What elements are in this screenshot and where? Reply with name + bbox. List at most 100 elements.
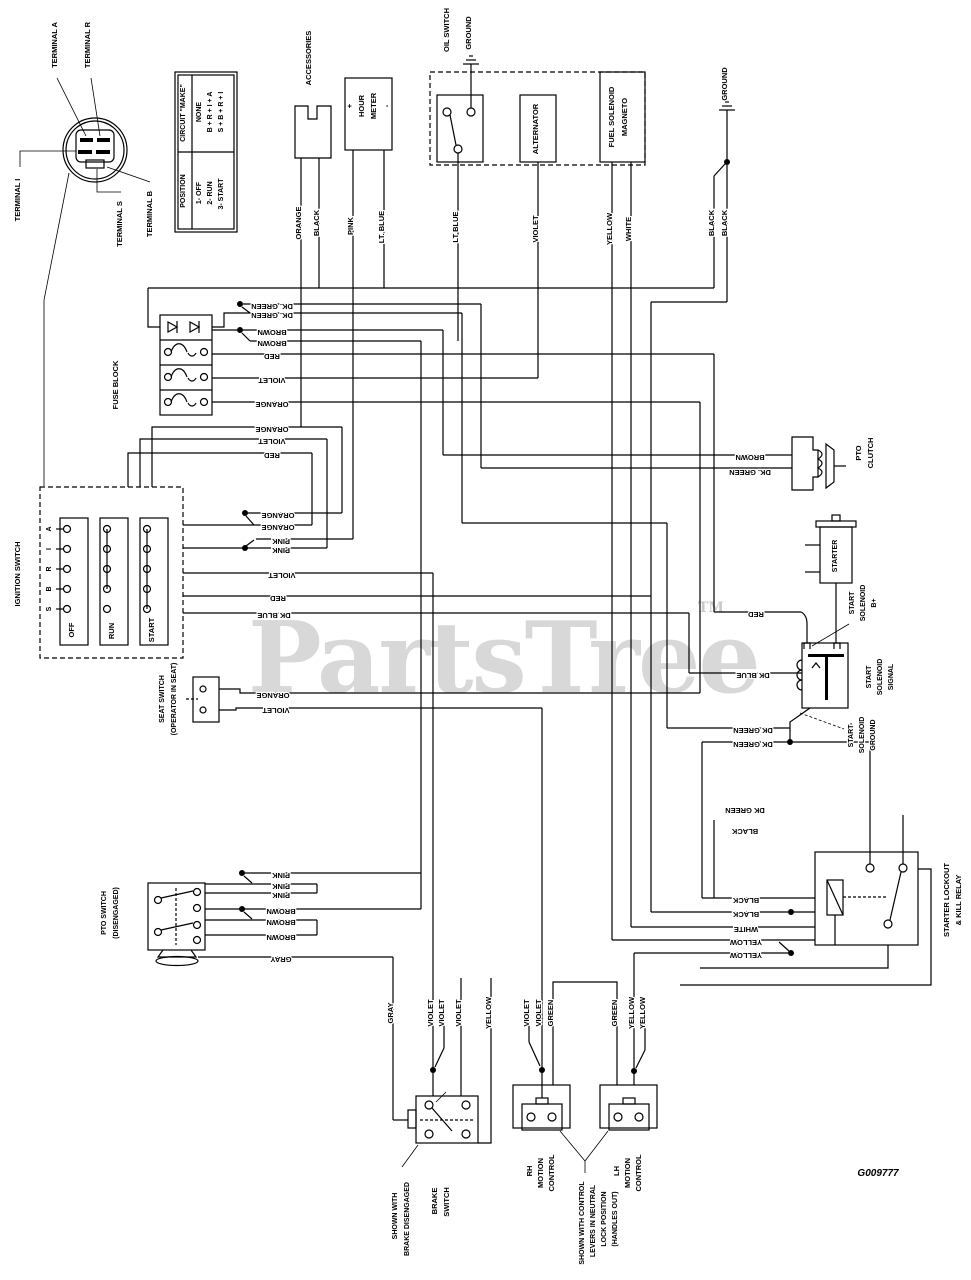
pto-switch	[147, 870, 421, 1121]
bottom-wire-yellow-1: YELLOW	[484, 996, 493, 1029]
lh-motion-label-1: LH	[612, 1166, 621, 1176]
solenoid-wire-dk-green-2: DK GREEN	[733, 740, 773, 749]
key-terminal-b-label: TERMINAL B	[145, 190, 154, 237]
bottom-wire-green-2: GREEN	[610, 1000, 619, 1027]
fuse-block	[147, 288, 213, 416]
fuel-solenoid-label-2: MAGNETO	[620, 98, 629, 136]
wire-label-yellow: YELLOW	[605, 212, 614, 245]
key-terminal-i-label: TERMINAL I	[13, 179, 22, 222]
relay-left-dk-green: DK GREEN	[725, 806, 765, 815]
pto-wire-brown-2: BROWN	[266, 918, 295, 927]
pto-wire-pink-2: PINK	[271, 882, 290, 891]
wire-label-orange: ORANGE	[294, 207, 303, 240]
wire-label-black: BLACK	[312, 209, 321, 236]
start-solenoid-ground-label-3: GROUND	[870, 719, 877, 750]
pto-clutch-label-2: CLUTCH	[866, 438, 875, 469]
pto-wire-pink-1: PINK	[271, 871, 290, 880]
seat-switch-label-2: (OPERATOR IN SEAT)	[171, 663, 178, 736]
key-switch-face	[19, 77, 151, 486]
solenoid-wire-dk-green-1: DK GREEN	[733, 726, 773, 735]
chassis-ground	[148, 101, 735, 912]
fuse-block-wires	[127, 301, 808, 909]
start-solenoid-ground-label-2: SOLENOID	[859, 717, 866, 754]
bottom-wire-green-1: GREEN	[546, 1000, 555, 1027]
rh-motion-label-1: RH	[525, 1166, 534, 1177]
table-pos-run: 2- RUN	[207, 181, 214, 204]
ignition-wires	[183, 510, 802, 1096]
relay-label-2: & KILL RELAY	[954, 875, 963, 926]
table-pos-start: 3- START	[218, 178, 225, 210]
lh-motion-control	[552, 953, 658, 1173]
ign-pos-run: RUN	[107, 623, 116, 639]
ign-term-s: S	[46, 606, 53, 611]
wire-label-black-3: BLACK	[720, 209, 729, 236]
relay-label-1: STARTER LOCKOUT	[942, 863, 951, 937]
ign-pos-start: START	[147, 617, 156, 642]
pto-clutch-label-1: PTO	[854, 445, 863, 460]
hour-meter-label-2: METER	[369, 92, 378, 119]
bottom-wire-yellow-3: YELLOW	[638, 996, 647, 1029]
bottom-wire-violet-5: VIOLET	[534, 999, 543, 1027]
circuit-make-table	[174, 71, 238, 233]
starter-lockout-relay	[612, 851, 932, 986]
ignition-switch-label: IGNITION SWITCH	[13, 542, 22, 607]
fuel-solenoid-label-1: FUEL SOLENOID	[607, 86, 616, 147]
pto-wire-brown-3: BROWN	[266, 933, 295, 942]
relay-wire-yellow-2: YELLOW	[729, 951, 762, 960]
table-make-run: B + R + I + A	[207, 92, 214, 133]
start-solenoid-b-label-2: SOLENOID	[860, 585, 867, 622]
solenoid-wire-red: RED	[748, 610, 764, 619]
bottom-wire-gray: GRAY	[386, 1003, 395, 1024]
fuse-wire-red: RED	[264, 352, 280, 361]
lh-motion-label-3: CONTROL	[634, 1154, 643, 1191]
oil-ground-label: GROUND	[464, 16, 473, 50]
seat-switch-label-1: SEAT SWITCH	[159, 675, 166, 723]
start-solenoid-signal-label-2: SOLENOID	[877, 659, 884, 696]
motion-note-3: LOCK POSITION	[601, 1191, 608, 1246]
motion-note-1: SHOWN WITH CONTROL	[579, 1181, 586, 1265]
clutch-wire-brown: BROWN	[735, 453, 764, 462]
ign-pos-off: OFF	[67, 622, 76, 637]
wire-label-pink: PINK	[346, 216, 355, 235]
fuse-block-label: FUSE BLOCK	[111, 360, 120, 409]
relay-wire-white: WHITE	[734, 925, 758, 934]
relay-left-black: BLACK	[731, 827, 758, 836]
fuse-wire-brown-1: BROWN	[257, 328, 286, 337]
watermark-tm: TM	[698, 600, 724, 616]
starter-label: STARTER	[832, 540, 839, 573]
key-terminal-s-label: TERMINAL S	[115, 201, 124, 247]
start-solenoid-b-label-3: B+	[871, 598, 878, 607]
brake-note-2: BRAKE DISENGAGED	[404, 1182, 411, 1256]
ign-term-a: A	[46, 526, 53, 531]
hour-meter-minus: -	[382, 104, 391, 107]
below-fuse-violet: VIOLET	[258, 437, 286, 446]
table-header-make: CIRCUIT "MAKE"	[180, 84, 187, 142]
ign-wire-violet: VIOLET	[268, 571, 296, 580]
fuse-wire-brown-2: BROWN	[257, 339, 286, 348]
alternator-label: ALTERNATOR	[531, 103, 540, 154]
table-header-position: POSITION	[180, 174, 187, 207]
wire-label-violet: VIOLET	[531, 215, 540, 243]
ign-wire-red: RED	[270, 594, 286, 603]
brake-switch-label-2: SWITCH	[442, 1187, 451, 1217]
brake-switch-label-1: BRAKE	[430, 1188, 439, 1215]
ign-wire-orange-2: ORANGE	[262, 523, 295, 532]
start-solenoid-ground-label-1: START-	[848, 722, 855, 747]
start-solenoid	[701, 623, 904, 898]
table-pos-off: 1- OFF	[196, 181, 203, 204]
pto-clutch	[791, 436, 846, 491]
brake-note-1: SHOWN WITH	[392, 1193, 399, 1240]
start-solenoid-signal-label-3: SIGNAL	[888, 663, 895, 690]
relay-wire-black-2: BLACK	[732, 910, 759, 919]
oil-switch-label: OIL SWITCH	[442, 8, 451, 52]
key-terminal-a-label: TERMINAL A	[50, 22, 59, 68]
fuse-wire-violet: VIOLET	[258, 376, 286, 385]
watermark-text: PartsTree	[248, 601, 759, 716]
table-make-start: S + B + R + I	[218, 92, 225, 133]
starter	[805, 514, 857, 643]
bottom-wire-violet-2: VIOLET	[437, 999, 446, 1027]
ign-term-i: I	[46, 548, 53, 550]
pto-wire-pink-3: PINK	[271, 891, 290, 900]
